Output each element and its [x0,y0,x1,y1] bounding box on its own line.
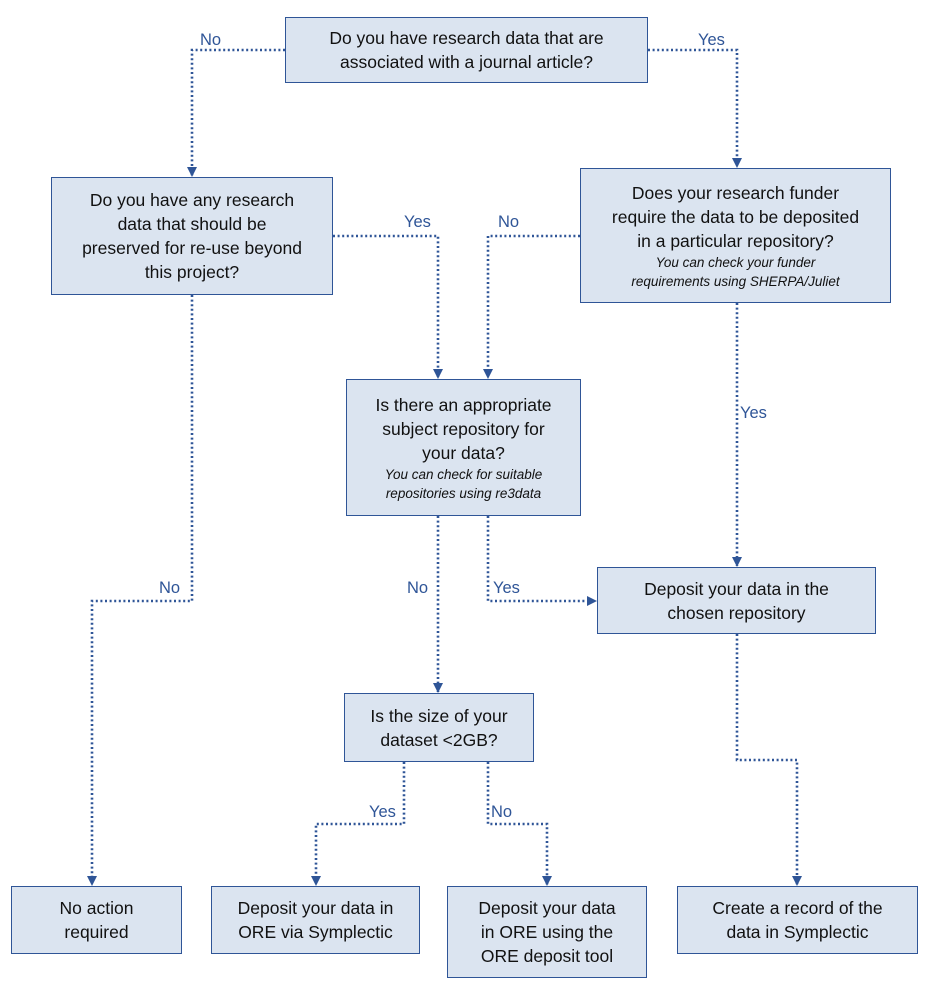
outcome-ore-symplectic: Deposit your data in ORE via Symplectic [211,886,420,954]
label-funder-no: No [498,213,520,231]
connector-funder-no [483,234,580,379]
question-funder-repository: Does your research funder require the da… [580,168,891,303]
label-journal-no: No [200,31,222,49]
label-subject-yes: Yes [493,579,520,597]
connector-journal-no [187,48,285,177]
action-deposit-chosen-repository: Deposit your data in the chosen reposito… [597,567,876,634]
question-journal-article-text: Do you have research data that are assoc… [329,28,604,72]
outcome-ore-deposit-tool: Deposit your data in ORE using the ORE d… [447,886,647,978]
label-preserve-no: No [159,579,181,597]
label-journal-yes: Yes [698,31,725,49]
question-dataset-size: Is the size of your dataset <2GB? [344,693,534,762]
question-funder-repository-text: Does your research funder require the da… [611,182,860,251]
question-funder-repository-note: You can check your funder requirements u… [631,254,840,289]
outcome-create-record: Create a record of the data in Symplecti… [677,886,918,954]
question-subject-repository: Is there an appropriate subject reposito… [346,379,581,516]
question-preserve-data: Do you have any research data that shoul… [51,177,333,295]
label-subject-no: No [407,579,429,597]
question-subject-repository-text: Is there an appropriate subject reposito… [375,394,552,463]
question-preserve-data-text: Do you have any research data that shoul… [82,190,302,282]
outcome-ore-symplectic-text: Deposit your data in ORE via Symplectic [237,898,394,942]
label-size-no: No [491,803,513,821]
question-dataset-size-text: Is the size of your dataset <2GB? [370,705,508,750]
connector-size-no [486,762,552,886]
outcome-ore-deposit-tool-text: Deposit your data in ORE using the ORE d… [478,898,616,966]
connector-deposit-to-record [735,634,802,886]
label-funder-yes: Yes [740,404,767,422]
action-deposit-chosen-repository-text: Deposit your data in the chosen reposito… [644,578,829,623]
label-preserve-yes: Yes [404,213,431,231]
connector-size-yes [311,762,406,886]
connector-subject-yes [486,516,597,606]
outcome-create-record-text: Create a record of the data in Symplecti… [712,898,883,942]
outcome-no-action-text: No action required [59,898,134,942]
connector-journal-yes [648,48,742,168]
question-subject-repository-note: You can check for suitable repositories … [384,466,543,501]
connector-preserve-no [87,295,194,886]
label-size-yes: Yes [369,803,396,821]
question-journal-article: Do you have research data that are assoc… [285,17,648,83]
outcome-no-action: No action required [11,886,182,954]
connector-preserve-yes [333,234,443,379]
